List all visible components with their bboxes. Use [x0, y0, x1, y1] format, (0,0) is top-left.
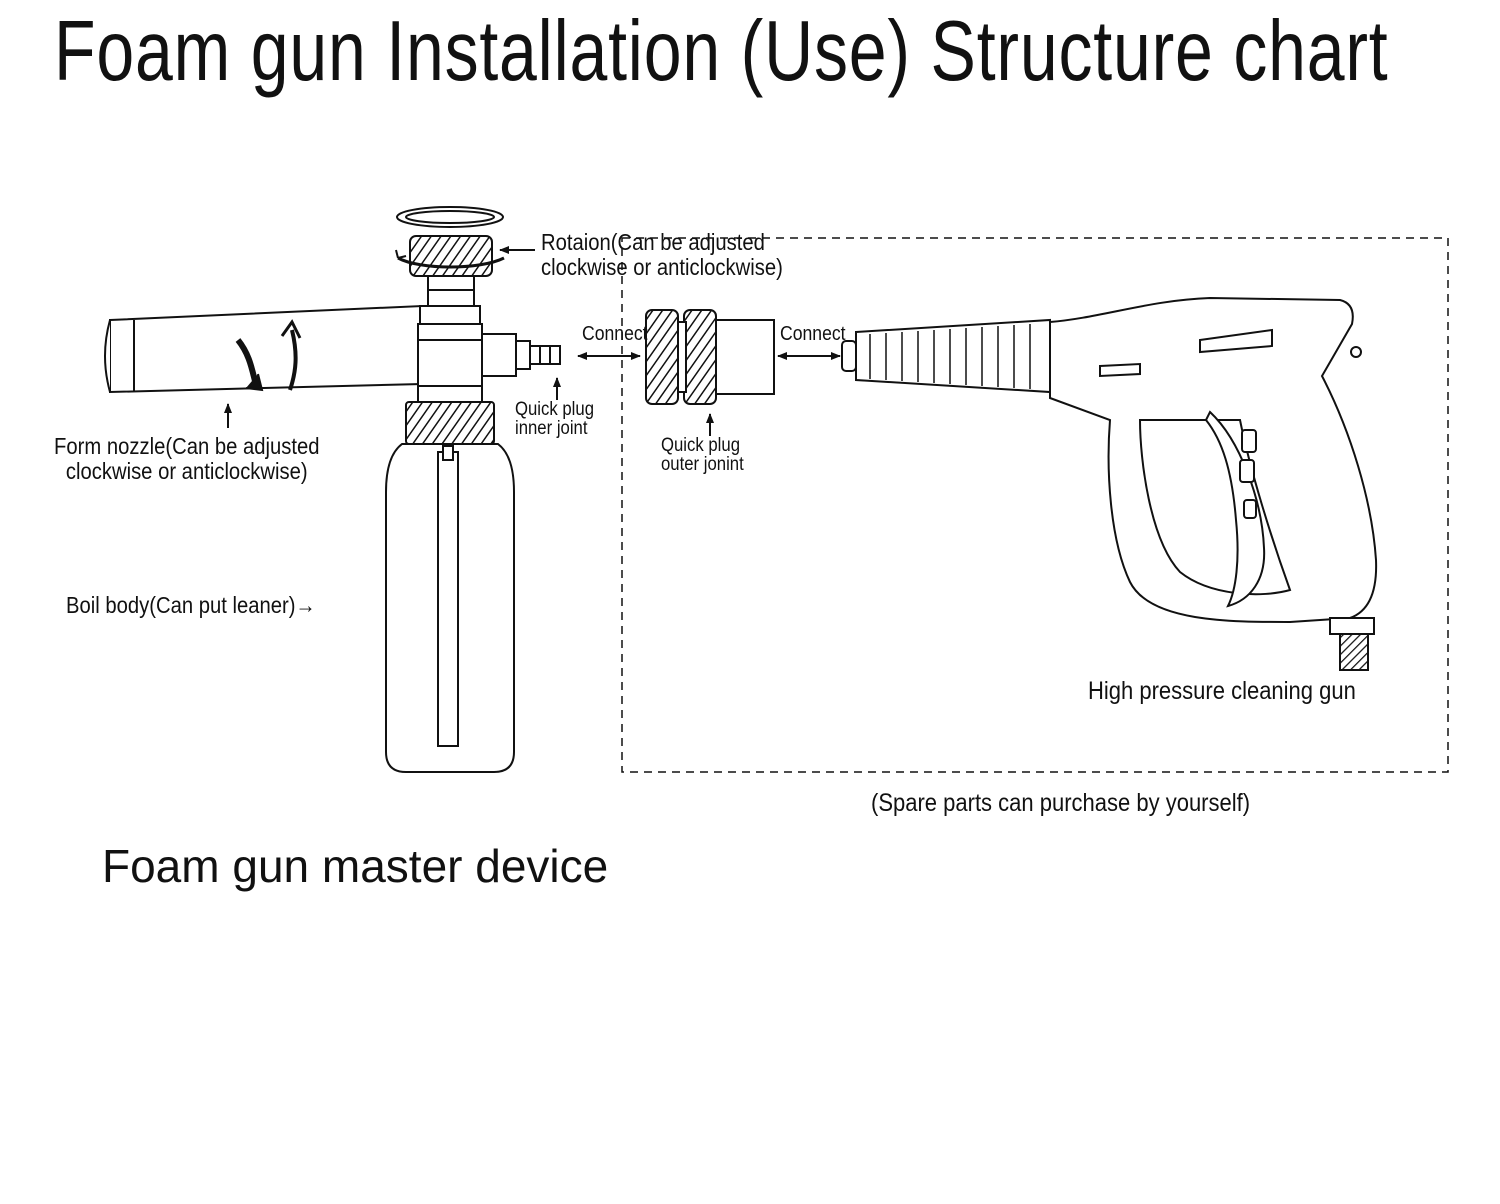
spare-parts-note: (Spare parts can purchase by yourself)	[871, 789, 1251, 817]
connect-label-left: Connect	[582, 323, 648, 345]
bottle-cap	[405, 401, 495, 445]
bottle-body	[385, 443, 515, 773]
rotation-label-line-2: clockwise or anticlockwise)	[541, 253, 783, 280]
rotation-ring-icon	[396, 206, 504, 228]
foam-gun-body	[417, 305, 561, 403]
master-device-caption: Foam gun master device	[102, 840, 609, 892]
adjustment-knob	[395, 235, 505, 307]
foam-nozzle	[104, 304, 423, 394]
rotation-label-line-1: Rotaion(Can be adjusted	[541, 229, 765, 255]
spare-parts-boundary	[621, 237, 1449, 773]
quick-plug-outer-line-1: Quick plug	[661, 435, 741, 456]
quick-plug-inner-line-2: inner joint	[515, 418, 588, 439]
connect-label-right: Connect	[780, 323, 846, 345]
quick-plug-inner-label: Quick plug inner joint	[515, 400, 594, 438]
quick-plug-outer-label: Quick plug outer jonint	[661, 436, 744, 474]
rotation-label: Rotaion(Can be adjusted clockwise or ant…	[541, 230, 783, 280]
quick-plug-outer-joint	[645, 309, 775, 405]
diagram-title: Foam gun Installation (Use) Structure ch…	[54, 4, 1389, 99]
quick-plug-inner-line-1: Quick plug	[515, 399, 595, 420]
foam-nozzle-line-2: clockwise or anticlockwise)	[65, 457, 308, 484]
high-pressure-gun-label: High pressure cleaning gun	[1088, 677, 1356, 705]
foam-nozzle-line-1: Form nozzle(Can be adjusted	[54, 433, 320, 459]
boil-body-label: Boil body(Can put leaner)→	[66, 592, 316, 618]
quick-plug-outer-line-2: outer jonint	[661, 454, 744, 475]
foam-nozzle-label: Form nozzle(Can be adjusted clockwise or…	[54, 434, 320, 484]
high-pressure-gun	[841, 296, 1378, 671]
